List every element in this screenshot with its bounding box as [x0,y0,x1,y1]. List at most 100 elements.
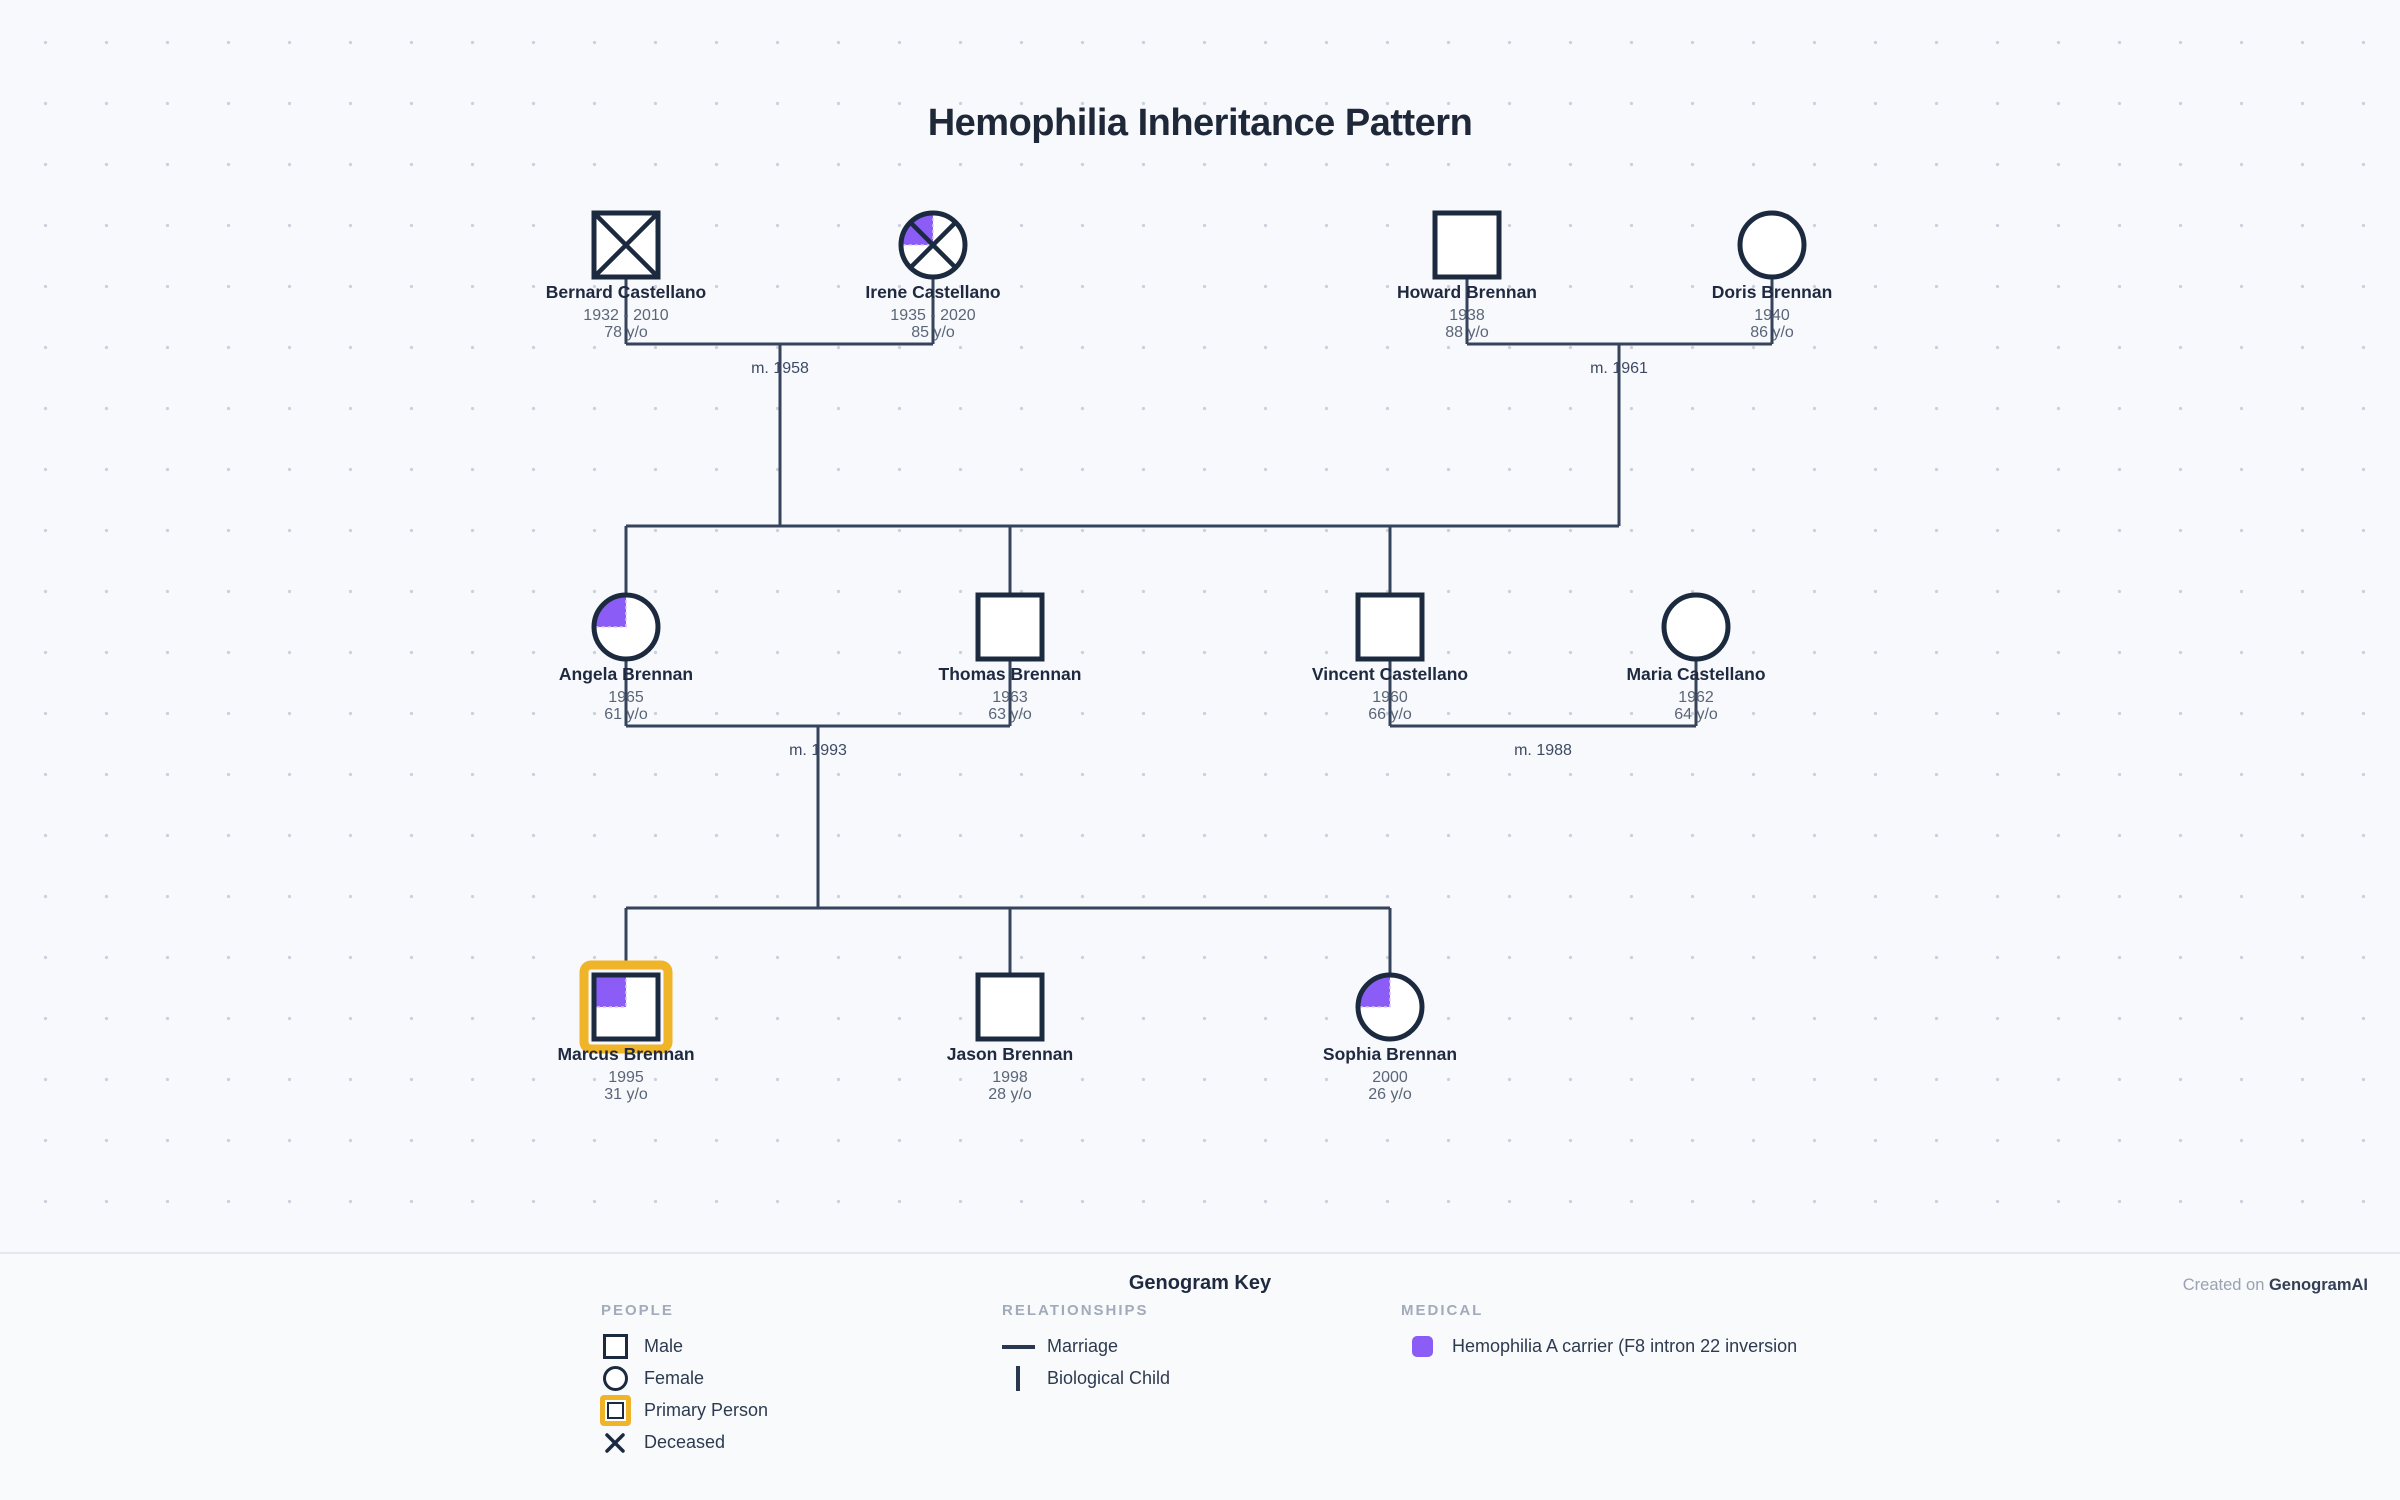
credit-prefix: Created on [2182,1276,2265,1294]
person-name: Irene Castellano [865,282,1000,302]
people-section-header: PEOPLE [601,1302,674,1319]
person-age: 63 y/o [988,706,1032,723]
page-title: Hemophilia Inheritance Pattern [928,102,1473,144]
person-age: 64 y/o [1674,706,1718,723]
deceased-x-icon [595,214,657,276]
key-item-hemophilia-carrier: Hemophilia A carrier (F8 intron 22 inver… [1412,1333,1797,1360]
medical-section-header: MEDICAL [1401,1302,1484,1319]
key-section-medical: MEDICAL Hemophilia A carrier (F8 intron … [1400,1302,1797,1365]
key-item-label: Primary Person [644,1400,769,1420]
person-years: 1963 [992,689,1028,706]
person-years: 1962 [1678,689,1714,706]
male-shape [978,595,1042,659]
male-shape-outline [975,972,1045,1042]
marriage-labels: m. 1958 m. 1961 m. 1993 m. 1988 [751,360,1648,759]
male-shape [1435,213,1499,277]
person-years: 1932 - 2010 [583,307,669,324]
person-age: 61 y/o [604,706,648,723]
person-years: 1995 [608,1069,644,1086]
person-age: 28 y/o [988,1086,1032,1103]
person-node-sophia-brennan[interactable]: Sophia Brennan 2000 26 y/o [1323,972,1457,1103]
female-shape-outline [898,210,968,280]
person-node-angela-brennan[interactable]: Angela Brennan 1965 61 y/o [559,592,693,723]
person-node-marcus-brennan[interactable]: Marcus Brennan 1995 31 y/o [557,960,695,1103]
key-item-male: Male [600,1333,768,1360]
person-node-vincent-castellano[interactable]: Vincent Castellano 1960 66 y/o [1312,592,1468,723]
person-years: 1938 [1449,307,1485,324]
person-node-maria-castellano[interactable]: Maria Castellano 1962 64 y/o [1626,592,1766,723]
key-item-label: Male [644,1336,684,1356]
female-icon [602,1366,628,1391]
female-shape [1664,595,1728,659]
person-years: 1965 [608,689,644,706]
key-item-marriage: Marriage [1001,1333,1170,1360]
person-years: 1998 [992,1069,1028,1086]
key-item-biological-child: Biological Child [1001,1365,1170,1392]
male-shape-outline [975,592,1045,662]
key-item-deceased: Deceased [600,1429,768,1456]
genogram-key-panel: Genogram Key Created on GenogramAI PEOPL… [0,1252,2400,1500]
female-shape-outline [1661,592,1731,662]
person-name: Jason Brennan [947,1044,1073,1064]
person-age: 86 y/o [1750,324,1794,341]
male-shape [978,975,1042,1039]
female-shape-outline [1737,210,1807,280]
person-age: 26 y/o [1368,1086,1412,1103]
person-node-thomas-brennan[interactable]: Thomas Brennan 1963 63 y/o [939,592,1082,723]
marriage-year-label: m. 1958 [751,360,809,377]
credit-brand: GenogramAI [2268,1276,2368,1294]
marriage-year-label: m. 1993 [789,742,847,759]
male-shape [1358,595,1422,659]
primary-person-highlight-ring [579,960,673,1054]
key-section-relationships: RELATIONSHIPS Marriage Biological Child [1001,1302,1170,1397]
person-name: Doris Brennan [1712,282,1833,302]
marriage-line-icon [1001,1344,1035,1349]
relationships-section-header: RELATIONSHIPS [1002,1302,1149,1319]
person-name: Howard Brennan [1397,282,1537,302]
marriage-year-label: m. 1988 [1514,742,1572,759]
person-age: 78 y/o [604,324,648,341]
biological-child-line-icon [1016,1366,1020,1391]
person-node-doris-brennan[interactable]: Doris Brennan 1940 86 y/o [1712,210,1833,341]
deceased-x-icon [908,220,958,270]
key-item-label: Marriage [1047,1336,1119,1356]
primary-person-icon [599,1395,631,1426]
person-name: Marcus Brennan [557,1044,694,1064]
person-name: Thomas Brennan [939,664,1082,684]
person-age: 88 y/o [1445,324,1489,341]
key-section-people: PEOPLE Male Female Primary Person Deceas… [599,1302,769,1461]
person-name: Angela Brennan [559,664,693,684]
female-shape [1740,213,1804,277]
key-item-label: Biological Child [1047,1368,1171,1388]
person-node-irene-castellano[interactable]: Irene Castellano 1935 - 2020 85 y/o [865,210,1001,341]
person-name: Bernard Castellano [546,282,706,302]
key-item-label: Female [644,1368,705,1388]
carrier-quadrant [593,974,627,1008]
person-name: Sophia Brennan [1323,1044,1457,1064]
genogram-svg: Hemophilia Inheritance Pattern m. 1958 [546,102,1833,1103]
person-node-howard-brennan[interactable]: Howard Brennan 1938 88 y/o [1397,210,1537,341]
key-item-label: Deceased [644,1432,726,1452]
person-node-jason-brennan[interactable]: Jason Brennan 1998 28 y/o [947,972,1073,1103]
marriage-year-label: m. 1961 [1590,360,1648,377]
person-years: 1960 [1372,689,1408,706]
male-shape-outline [591,972,661,1042]
female-shape-outline [1355,972,1425,1042]
person-node-bernard-castellano[interactable]: Bernard Castellano 1932 - 2010 78 y/o [546,210,706,341]
key-title: Genogram Key [1128,1272,1272,1294]
key-item-primary-person: Primary Person [599,1395,769,1426]
male-shape-outline [591,210,661,280]
person-age: 31 y/o [604,1086,648,1103]
credit-line: Created on GenogramAI [2183,1276,2368,1295]
male-shape-outline [1432,210,1502,280]
person-years: 1935 - 2020 [890,307,976,324]
person-name: Vincent Castellano [1312,664,1468,684]
carrier-swatch-icon [1412,1336,1433,1357]
person-name: Maria Castellano [1626,664,1765,684]
connector-lines [624,277,1774,975]
person-years: 1940 [1754,307,1790,324]
key-item-label: Hemophilia A carrier (F8 intron 22 inver… [1452,1336,1798,1356]
person-age: 85 y/o [911,324,955,341]
female-shape-outline [591,592,661,662]
deceased-x-icon [605,1432,625,1453]
